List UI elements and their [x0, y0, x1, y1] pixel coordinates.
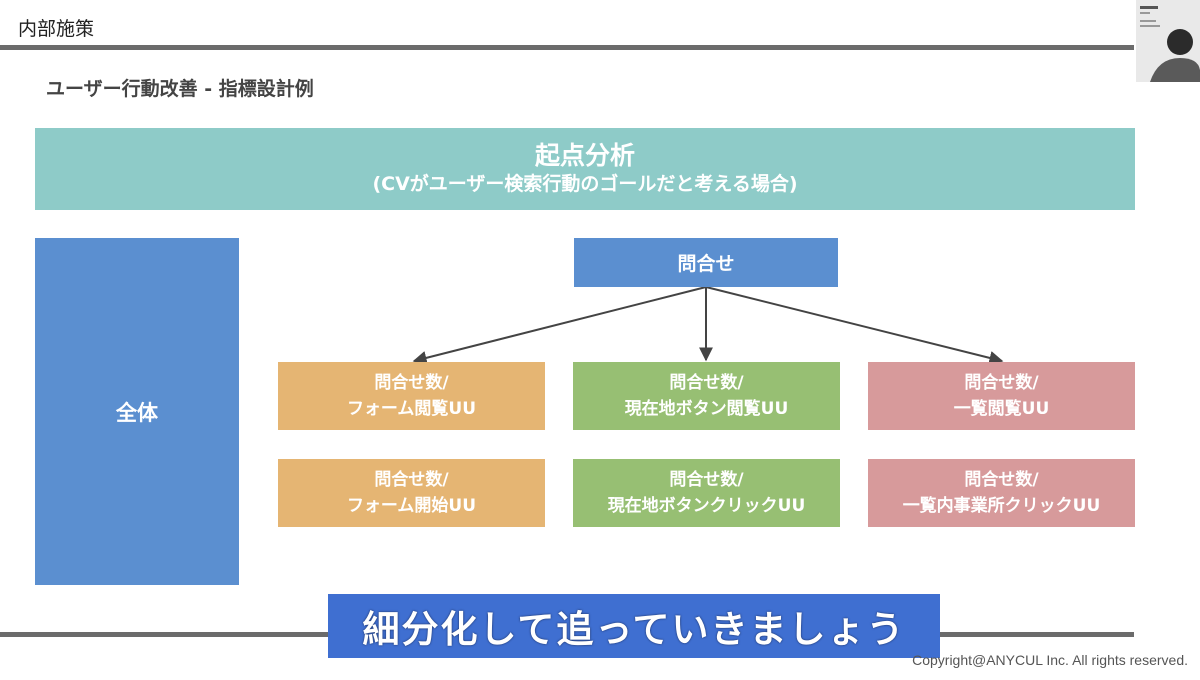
- node-line1: 問合せ数/: [374, 373, 449, 393]
- node-line1: 問合せ数/: [669, 470, 744, 490]
- node-location-button-click: 問合せ数/ 現在地ボタンクリックUU: [573, 459, 840, 527]
- node-list-view: 問合せ数/ 一覧閲覧UU: [868, 362, 1135, 430]
- connector-right: [705, 286, 1004, 365]
- node-line1: 問合せ数/: [964, 373, 1039, 393]
- connector-left: [412, 286, 707, 365]
- copyright-text: Copyright@ANYCUL Inc. All rights reserve…: [912, 652, 1188, 668]
- node-location-button-view: 問合せ数/ 現在地ボタン閲覧UU: [573, 362, 840, 430]
- node-line1: 問合せ数/: [374, 470, 449, 490]
- slide-subtitle: ユーザー行動改善 - 指標設計例: [46, 78, 314, 100]
- header-subtitle: (CVがユーザー検索行動のゴールだと考える場合): [372, 173, 798, 195]
- node-line2: 一覧閲覧UU: [953, 399, 1050, 419]
- webcam-overlay: [1136, 0, 1200, 82]
- top-divider: [0, 45, 1134, 50]
- inquiry-root-box: 問合せ: [574, 238, 838, 287]
- node-line2: 現在地ボタン閲覧UU: [624, 399, 789, 419]
- whole-label: 全体: [116, 400, 158, 425]
- starting-point-header: 起点分析 (CVがユーザー検索行動のゴールだと考える場合): [35, 128, 1135, 210]
- node-line1: 問合せ数/: [669, 373, 744, 393]
- node-line2: フォーム開始UU: [346, 496, 477, 516]
- whole-box: 全体: [35, 238, 239, 585]
- node-line1: 問合せ数/: [964, 470, 1039, 490]
- node-form-start: 問合せ数/ フォーム開始UU: [278, 459, 545, 527]
- node-list-office-click: 問合せ数/ 一覧内事業所クリックUU: [868, 459, 1135, 527]
- node-line2: フォーム閲覧UU: [346, 399, 477, 419]
- node-form-view: 問合せ数/ フォーム閲覧UU: [278, 362, 545, 430]
- header-title: 起点分析: [534, 141, 635, 170]
- node-line2: 一覧内事業所クリックUU: [902, 496, 1101, 516]
- root-label: 問合せ: [677, 253, 735, 275]
- presenter-silhouette-icon: [1136, 0, 1200, 82]
- section-title: 内部施策: [18, 18, 95, 40]
- subtitle-caption: 細分化して追っていきましょう: [328, 594, 940, 658]
- node-line2: 現在地ボタンクリックUU: [607, 496, 806, 516]
